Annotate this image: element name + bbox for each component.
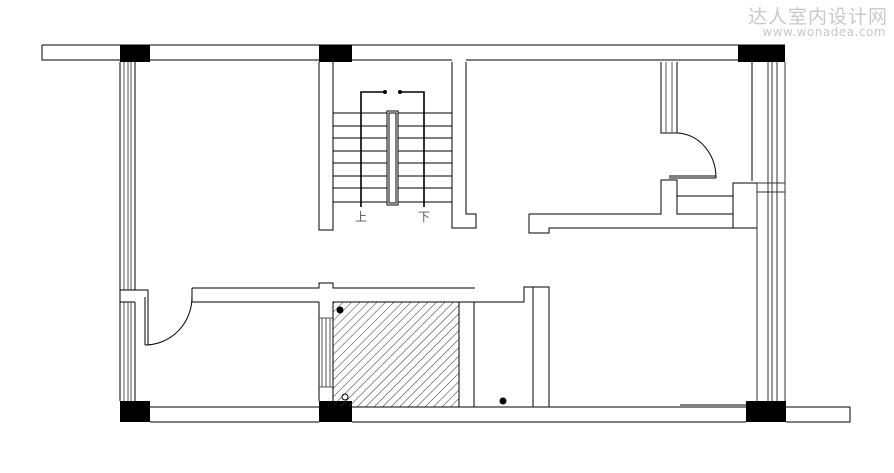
stair-wall-left: [318, 62, 334, 231]
left-door-leaf: [144, 297, 149, 345]
column: [746, 401, 786, 422]
left-door-arc: [144, 296, 193, 346]
down-arrow-line: [400, 91, 425, 207]
structural-columns: [120, 45, 786, 422]
left-exterior-wall: [119, 62, 149, 401]
door-leaf: [669, 175, 716, 179]
top-exterior-wall: [41, 44, 785, 61]
staircase: [333, 90, 452, 207]
right-lower-walls: [458, 286, 550, 408]
pipe-dot: [336, 306, 344, 314]
window: [319, 317, 333, 388]
column: [120, 45, 150, 62]
bottom-exterior-wall: [150, 404, 851, 423]
stair-handrail: [386, 110, 399, 206]
window: [665, 62, 673, 133]
up-arrow-line: [360, 91, 385, 207]
hatched-shaft-area: [332, 301, 460, 408]
drain-circle: [341, 393, 349, 401]
column: [738, 45, 785, 62]
column: [120, 401, 150, 422]
right-upper-room-walls: [528, 62, 786, 401]
watermark-url: www.wonadea.com: [762, 25, 886, 39]
column: [319, 45, 352, 62]
stair-up-label: 上: [355, 210, 368, 224]
window: [123, 62, 132, 401]
watermark-title: 达人室内设计网: [747, 6, 888, 28]
door-swing-arc: [676, 132, 717, 179]
stair-wall-right: [451, 62, 477, 229]
pipe-dot: [499, 397, 507, 405]
stair-down-label: 下: [418, 210, 431, 224]
